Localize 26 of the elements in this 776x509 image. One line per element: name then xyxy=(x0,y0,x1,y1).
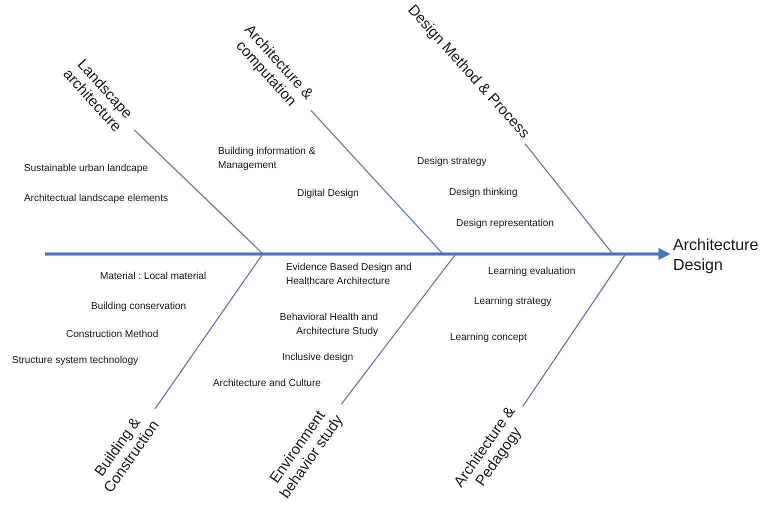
cause-label: Building information & Management xyxy=(218,145,316,173)
cause-label: Behavioral Health and Architecture Study xyxy=(278,311,378,339)
cause-label: Architecture and Culture xyxy=(213,377,321,391)
cause-label: Learning strategy xyxy=(474,295,552,309)
cause-label: Inclusive design xyxy=(282,351,354,365)
cause-label: Evidence Based Design and Healthcare Architecture xyxy=(286,261,413,289)
effect-label: Architecture Design xyxy=(673,236,776,276)
cause-label: Material : Local material xyxy=(100,270,206,284)
cause-label: Learning evaluation xyxy=(488,265,576,279)
cause-label: Structure system technology xyxy=(12,354,138,368)
cause-label: Digital Design xyxy=(297,187,359,201)
cause-label: Learning concept xyxy=(450,331,527,345)
cause-label: Design strategy xyxy=(417,155,486,169)
cause-label: Sustainable urban landcape xyxy=(24,162,148,176)
cause-label: Building conservation xyxy=(91,300,186,314)
cause-label: Construction Method xyxy=(66,328,158,342)
bone-line xyxy=(134,129,262,254)
spine-arrow xyxy=(45,248,670,260)
bone-line xyxy=(524,143,612,254)
bone-line xyxy=(154,254,262,410)
cause-label: Architectual landscape elements xyxy=(24,192,168,206)
bone-line xyxy=(310,110,442,254)
bone-line xyxy=(340,254,456,405)
cause-label: Design thinking xyxy=(449,186,518,200)
bone-line xyxy=(522,254,626,407)
cause-label: Design representation xyxy=(456,217,554,231)
